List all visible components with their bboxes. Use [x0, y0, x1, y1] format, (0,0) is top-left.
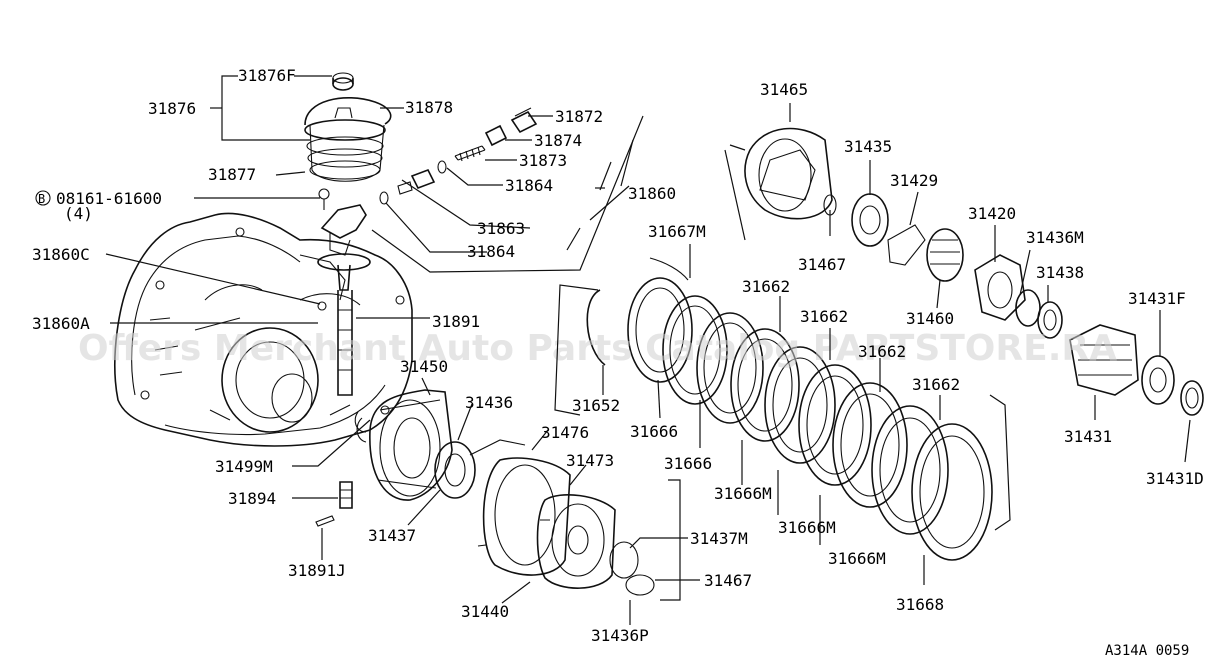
- label-08161-61600[interactable]: 08161-61600: [56, 189, 162, 208]
- bolt-marker-circle: [35, 190, 51, 206]
- watermark-text: Offers Merchant Auto Parts Catalog PARTS…: [78, 328, 1117, 369]
- label-31662-b[interactable]: 31662: [800, 307, 848, 326]
- label-31666M-b[interactable]: 31666M: [778, 518, 836, 537]
- drawing-code: A314A 0059: [1105, 643, 1189, 659]
- label-31420[interactable]: 31420: [968, 204, 1016, 223]
- label-31666M-a[interactable]: 31666M: [714, 484, 772, 503]
- label-31894[interactable]: 31894: [228, 489, 276, 508]
- label-31473[interactable]: 31473: [566, 451, 614, 470]
- label-31860C[interactable]: 31860C: [32, 245, 90, 264]
- transmission-case-drawing: [114, 212, 413, 447]
- label-31662-d[interactable]: 31662: [912, 375, 960, 394]
- label-31460[interactable]: 31460: [906, 309, 954, 328]
- label-31465[interactable]: 31465: [760, 80, 808, 99]
- label-31876[interactable]: 31876: [148, 99, 196, 118]
- label-31860A[interactable]: 31860A: [32, 314, 90, 333]
- label-31877[interactable]: 31877: [208, 165, 256, 184]
- planetary-group-drawing: [744, 127, 1204, 416]
- label-31450[interactable]: 31450: [400, 357, 448, 376]
- label-31440[interactable]: 31440: [461, 602, 509, 621]
- label-31467-lower[interactable]: 31467: [704, 571, 752, 590]
- label-31436P[interactable]: 31436P: [591, 626, 649, 645]
- label-31431[interactable]: 31431: [1064, 427, 1112, 446]
- label-31435[interactable]: 31435: [844, 137, 892, 156]
- label-31668[interactable]: 31668: [896, 595, 944, 614]
- label-31436[interactable]: 31436: [465, 393, 513, 412]
- label-31666-a[interactable]: 31666: [630, 422, 678, 441]
- label-31431D[interactable]: 31431D: [1146, 469, 1204, 488]
- label-31666M-c[interactable]: 31666M: [828, 549, 886, 568]
- label-31429[interactable]: 31429: [890, 171, 938, 190]
- label-31437M[interactable]: 31437M: [690, 529, 748, 548]
- label-31874[interactable]: 31874: [534, 131, 582, 150]
- label-31467-upper[interactable]: 31467: [798, 255, 846, 274]
- label-31499M[interactable]: 31499M: [215, 457, 273, 476]
- valve-parts-drawing: [379, 107, 538, 205]
- label-31662-a[interactable]: 31662: [742, 277, 790, 296]
- label-31873[interactable]: 31873: [519, 151, 567, 170]
- leader-lines: [105, 75, 1191, 625]
- label-31864-lower[interactable]: 31864: [467, 242, 515, 261]
- label-31863[interactable]: 31863: [477, 219, 525, 238]
- label-31891[interactable]: 31891: [432, 312, 480, 331]
- label-31878[interactable]: 31878: [405, 98, 453, 117]
- part-labels: 31876F 31876 31878 31877 31872 31874 318…: [32, 66, 1204, 659]
- label-31864-upper[interactable]: 31864: [505, 176, 553, 195]
- label-31436M[interactable]: 31436M: [1026, 228, 1084, 247]
- bolt-marker-letter: B: [38, 192, 45, 206]
- label-31876F[interactable]: 31876F: [238, 66, 296, 85]
- label-31860[interactable]: 31860: [628, 184, 676, 203]
- label-31891J[interactable]: 31891J: [288, 561, 346, 580]
- label-31662-c[interactable]: 31662: [858, 342, 906, 361]
- label-31652[interactable]: 31652: [572, 396, 620, 415]
- label-31666-b[interactable]: 31666: [664, 454, 712, 473]
- label-bolt-qty: (4): [64, 204, 93, 223]
- label-31431F[interactable]: 31431F: [1128, 289, 1186, 308]
- label-31438[interactable]: 31438: [1036, 263, 1084, 282]
- reverse-clutch-drawing: [356, 389, 453, 501]
- clutch-plates-drawing: [586, 257, 993, 561]
- label-31437[interactable]: 31437: [368, 526, 416, 545]
- governor-assembly-drawing: [304, 72, 392, 527]
- label-31667M[interactable]: 31667M: [648, 222, 706, 241]
- label-31872[interactable]: 31872: [555, 107, 603, 126]
- label-31476[interactable]: 31476: [541, 423, 589, 442]
- clutch-drum-drawing: [434, 439, 655, 596]
